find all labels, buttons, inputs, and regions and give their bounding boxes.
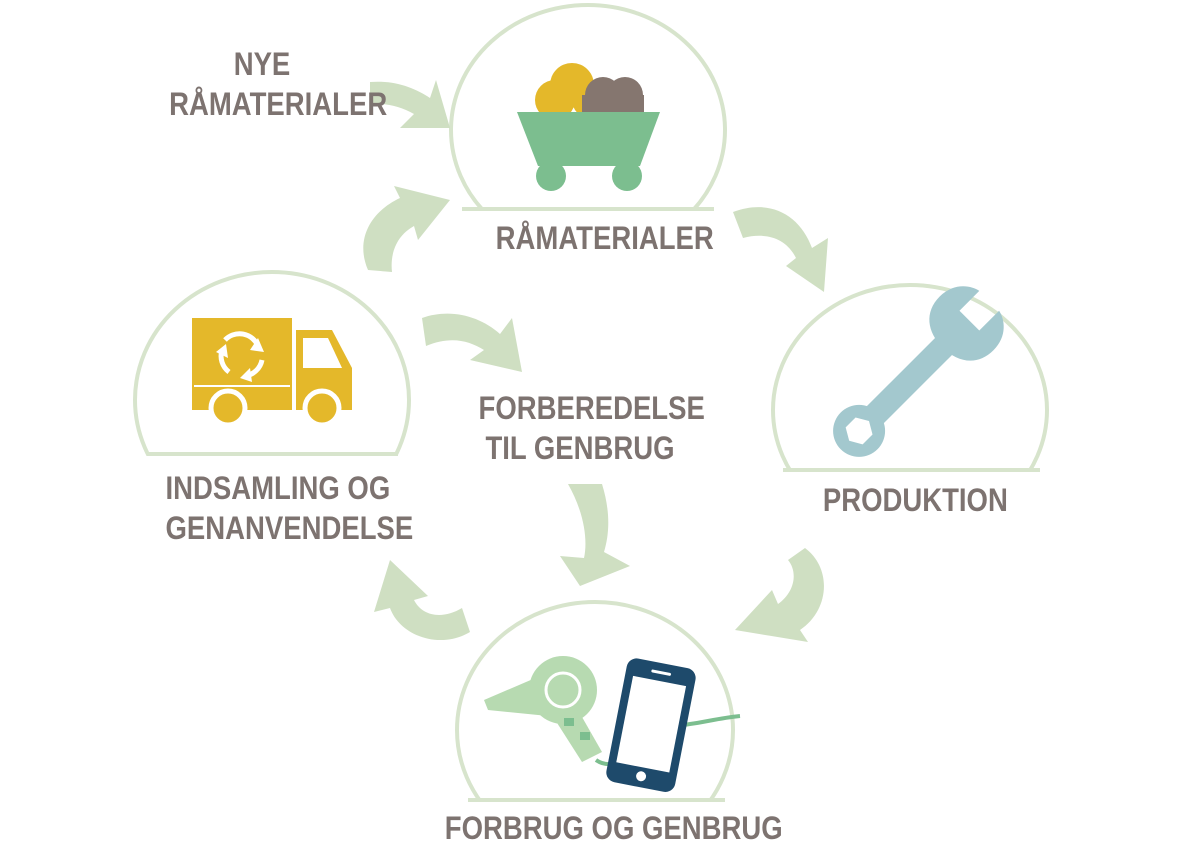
- flow-arrows: [363, 80, 828, 642]
- label-collection-line2: GENANVENDELSE: [165, 510, 414, 546]
- dome-collection: [133, 270, 411, 456]
- arrow-preparation-to-consumption: [560, 484, 630, 586]
- arrow-to-raw-materials: [363, 186, 450, 272]
- dome-raw-materials: [449, 3, 727, 211]
- label-new-raw-materials: NYE RÅMATERIALER: [169, 44, 388, 124]
- label-consumption: FORBRUG OG GENBRUG: [444, 810, 783, 846]
- label-preparation-line1: FORBEREDELSE: [478, 390, 705, 426]
- dome-consumption: [455, 600, 735, 802]
- label-raw-materials: RÅMATERIALER: [495, 220, 714, 256]
- arrow-to-collection: [374, 560, 470, 641]
- label-production: PRODUKTION: [822, 482, 1008, 518]
- label-preparation: FORBEREDELSE TIL GENBRUG: [478, 388, 705, 468]
- label-new-raw-materials-line1: NYE: [233, 46, 291, 82]
- arrow-to-consumption: [735, 548, 824, 642]
- mine-cart-icon: [517, 63, 660, 191]
- label-collection: INDSAMLING OG GENANVENDELSE: [165, 468, 414, 548]
- arrow-to-preparation: [422, 313, 522, 372]
- label-new-raw-materials-line2: RÅMATERIALER: [169, 86, 388, 122]
- wrench-icon: [833, 286, 1004, 457]
- label-preparation-line2: TIL GENBRUG: [485, 430, 675, 466]
- arrow-new-raw-materials: [370, 80, 450, 128]
- recycling-truck-icon: [192, 318, 352, 428]
- label-collection-line1: INDSAMLING OG: [165, 470, 391, 506]
- smartphone-icon: [606, 658, 696, 792]
- arrow-to-production: [733, 207, 828, 292]
- dome-production: [771, 283, 1049, 472]
